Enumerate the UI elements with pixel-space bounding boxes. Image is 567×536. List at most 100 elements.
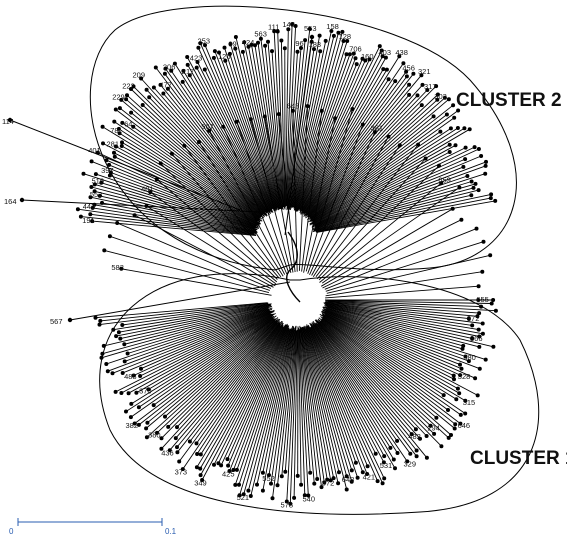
cluster-1-leaf-label: 372 bbox=[467, 314, 480, 323]
cluster-2-leaf-node bbox=[489, 192, 494, 197]
cluster-2-leaf-label: 403 bbox=[379, 48, 392, 57]
cluster-1-leaf-label: 382 bbox=[126, 421, 139, 430]
cluster-2-leaf-node bbox=[233, 35, 238, 39]
cluster-2-branch bbox=[80, 216, 255, 236]
cluster-2-leaf-label: 217 bbox=[182, 67, 195, 76]
cluster-1-leaf-node bbox=[198, 473, 203, 478]
cluster-1-branch bbox=[161, 320, 278, 439]
cluster-1-leaf-node bbox=[267, 473, 271, 478]
cluster-2-branch bbox=[90, 196, 256, 233]
cluster-1a-leaf-node bbox=[154, 177, 159, 182]
cluster-2-leaf-node bbox=[158, 82, 163, 87]
cluster-1-branch bbox=[256, 327, 293, 485]
cluster-2-leaf-label: 69 bbox=[228, 40, 236, 49]
cluster-1-branch bbox=[324, 301, 478, 317]
cluster-2-branch bbox=[307, 85, 437, 216]
cluster-1-branch bbox=[321, 313, 460, 394]
cluster-1a-branch bbox=[298, 106, 309, 271]
cluster-2-branch bbox=[163, 93, 268, 217]
cluster-2-leaf-node bbox=[469, 193, 474, 198]
cluster-2-leaf-node bbox=[351, 51, 356, 56]
cluster-2-outline bbox=[89, 5, 517, 271]
cluster-1-branch bbox=[316, 320, 427, 437]
cluster-1-leaf-node bbox=[283, 469, 288, 474]
cluster-2-branch bbox=[122, 122, 261, 222]
cluster-1-branch bbox=[303, 327, 339, 484]
cluster-2-leaf-node bbox=[187, 73, 192, 78]
cluster-1-branch bbox=[321, 312, 459, 389]
cluster-2-leaf-node bbox=[75, 207, 80, 212]
cluster-2-leaf-node bbox=[107, 162, 112, 167]
cluster-1-leaf-node bbox=[409, 432, 414, 437]
cluster-1a-branch bbox=[301, 110, 323, 272]
cluster-1-branch bbox=[316, 323, 428, 459]
cluster-1-leaf-label: 370 bbox=[139, 387, 152, 396]
cluster-2-leaf-node bbox=[425, 88, 430, 92]
cluster-2-leaf-node bbox=[299, 46, 303, 50]
cluster-1-branch bbox=[302, 327, 332, 481]
cluster-2-branch bbox=[303, 73, 414, 214]
cluster-1-leaf-node bbox=[322, 480, 327, 485]
cluster-2-leaf-label: 209 bbox=[133, 71, 146, 80]
cluster-1-leaf-node bbox=[428, 423, 433, 428]
cluster-2-leaf-node bbox=[256, 40, 260, 45]
cluster-1-leaf-node bbox=[194, 441, 199, 446]
cluster-2-leaf-node bbox=[476, 147, 481, 151]
cluster-1-branch bbox=[100, 302, 269, 322]
cluster-1a-leaf-node bbox=[234, 119, 239, 124]
cluster-1-leaf-node bbox=[227, 469, 232, 473]
cluster-1-leaf-node bbox=[212, 462, 216, 467]
cluster-1-branch bbox=[322, 308, 466, 357]
cluster-1-leaf-node bbox=[483, 357, 488, 362]
cluster-1-leaf-node bbox=[114, 334, 119, 339]
cluster-1-leaf-node bbox=[446, 408, 450, 412]
cluster-1-leaf-node bbox=[460, 346, 465, 351]
cluster-1a-leaf-node bbox=[305, 104, 310, 109]
cluster-1a-branch bbox=[292, 110, 298, 272]
cluster-2-leaf-node bbox=[469, 179, 474, 184]
branch-567 bbox=[69, 281, 291, 321]
cluster-2-leaf-node bbox=[88, 212, 93, 217]
cluster-2-branch bbox=[311, 127, 465, 222]
cluster-1-branch bbox=[101, 308, 269, 359]
cluster-1-leaf-node bbox=[248, 494, 253, 498]
cluster-2-branch bbox=[286, 47, 302, 210]
cluster-1-leaf-node bbox=[275, 483, 280, 488]
cluster-2-leaf-node bbox=[451, 103, 456, 108]
cluster-1-branch bbox=[318, 317, 437, 419]
cluster-1-branch bbox=[262, 325, 294, 473]
cluster-1-branch bbox=[303, 325, 340, 473]
cluster-2-leaf-node bbox=[447, 150, 452, 154]
cluster-1-branch bbox=[102, 307, 269, 355]
cluster-2-leaf-node bbox=[212, 49, 217, 54]
cluster-1-branch bbox=[128, 313, 273, 394]
cluster-2-branch bbox=[288, 49, 315, 210]
cluster-2-leaf-node bbox=[488, 196, 493, 201]
cluster-1-leaf-node bbox=[144, 426, 149, 431]
cluster-1-branch bbox=[319, 321, 442, 447]
cluster-2-leaf-node bbox=[473, 181, 478, 186]
cluster-1-leaf-node bbox=[382, 476, 387, 481]
cluster-1a-leaf-label: 643 bbox=[287, 102, 300, 111]
cluster-1-branch bbox=[120, 305, 272, 340]
cluster-2-leaf-node bbox=[240, 49, 245, 54]
cluster-2-leaf-node bbox=[483, 171, 488, 176]
cluster-2-leaf-node bbox=[198, 41, 203, 46]
cluster-2-leaf-label: 126 bbox=[218, 52, 231, 61]
node-567 bbox=[67, 317, 73, 323]
cluster-1-branch bbox=[138, 315, 275, 408]
cluster-2-leaf-node bbox=[452, 115, 457, 120]
cluster-1a-branch bbox=[307, 124, 364, 274]
cluster-1-leaf-node bbox=[166, 424, 171, 429]
cluster-2-branch bbox=[101, 202, 258, 234]
cluster-2-leaf-node bbox=[194, 65, 199, 70]
cluster-2-leaf-node bbox=[181, 68, 186, 73]
cluster-2-leaf-node bbox=[117, 106, 122, 111]
cluster-2-branch bbox=[305, 104, 423, 219]
cluster-1-branch bbox=[284, 325, 297, 472]
cluster-2-leaf-node bbox=[272, 29, 277, 34]
cluster-1-leaf-node bbox=[124, 409, 128, 414]
cluster-2-branch bbox=[297, 59, 370, 212]
cluster-1a-leaf-node bbox=[132, 213, 137, 218]
cluster-1-branch bbox=[131, 315, 274, 405]
